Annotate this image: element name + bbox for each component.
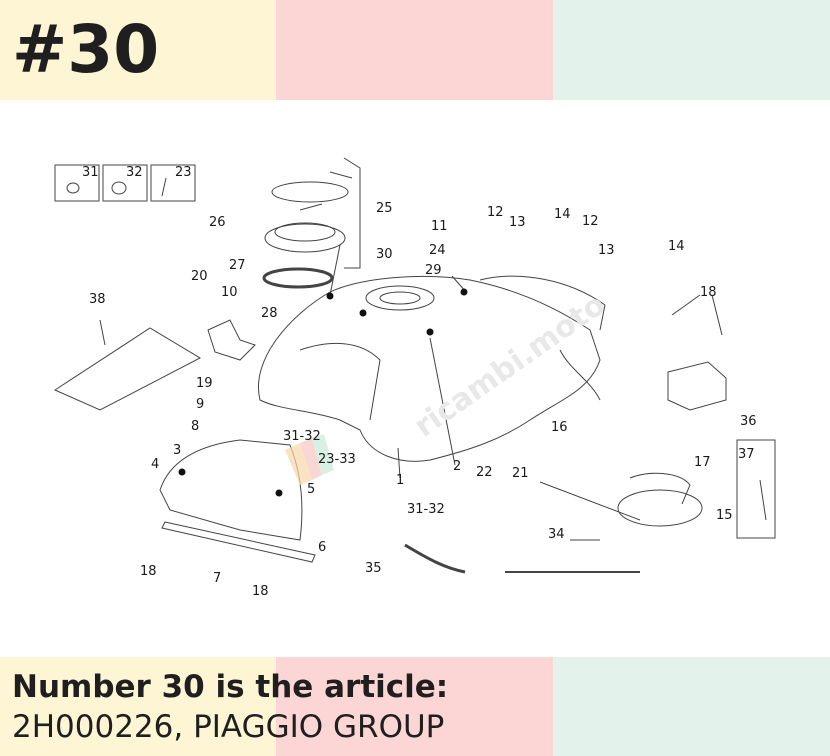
callout-label: 30 [376, 247, 393, 262]
callout-label: 14 [554, 207, 571, 222]
footer-band-yellow [0, 657, 276, 756]
callout-label: 18 [252, 584, 269, 599]
callout-label: 31-32 [283, 429, 321, 444]
callout-label: 29 [425, 263, 442, 278]
header-band-mint [553, 0, 830, 100]
callout-label: 28 [261, 306, 278, 321]
callout-label: 20 [191, 269, 208, 284]
footer-color-band [0, 657, 830, 756]
article-caption: Number 30 is the article: [12, 669, 449, 705]
article-number-and-brand: 2H000226, PIAGGIO GROUP [12, 709, 445, 745]
header-band-pink [276, 0, 553, 100]
watermark-text: ricambi.moto [408, 287, 612, 444]
inset-box-23 [150, 164, 196, 202]
callout-label: 34 [548, 527, 565, 542]
header-band-yellow [0, 0, 276, 100]
callout-label: 24 [429, 243, 446, 258]
callout-label: 8 [191, 419, 199, 434]
callout-label: 31-32 [407, 502, 445, 517]
callout-label: 11 [431, 219, 448, 234]
callout-label: 17 [694, 455, 711, 470]
callout-label: 1 [396, 473, 404, 488]
callout-label: 25 [376, 201, 393, 216]
footer-band-pink [276, 657, 553, 756]
callout-label: 18 [700, 285, 717, 300]
callout-label: 13 [509, 215, 526, 230]
callout-label: 16 [551, 420, 568, 435]
callout-label: 4 [151, 457, 159, 472]
callout-label: 31 [82, 165, 99, 180]
callout-label: 5 [307, 482, 315, 497]
callout-label: 23 [175, 165, 192, 180]
callout-label: 9 [196, 397, 204, 412]
callout-label: 35 [365, 561, 382, 576]
callout-label: 21 [512, 466, 529, 481]
callout-label: 18 [140, 564, 157, 579]
callout-label: 19 [196, 376, 213, 391]
callout-label: 22 [476, 465, 493, 480]
callout-label: 15 [716, 508, 733, 523]
callout-label: 6 [318, 540, 326, 555]
callout-label: 23-33 [318, 452, 356, 467]
inset-box-32 [102, 164, 148, 202]
callout-label: 7 [213, 571, 221, 586]
callout-label: 13 [598, 243, 615, 258]
part-number-heading: #30 [12, 11, 160, 88]
callout-label: 12 [582, 214, 599, 229]
header-color-band [0, 0, 830, 100]
callout-label: 10 [221, 285, 238, 300]
callout-label: 37 [738, 447, 755, 462]
callout-label: 26 [209, 215, 226, 230]
footer-band-mint [553, 657, 830, 756]
callout-label: 3 [173, 443, 181, 458]
callout-label: 36 [740, 414, 757, 429]
callout-label: 27 [229, 258, 246, 273]
callout-label: 14 [668, 239, 685, 254]
callout-label: 2 [453, 459, 461, 474]
inset-box-31 [54, 164, 100, 202]
callout-label: 32 [126, 165, 143, 180]
callout-label: 38 [89, 292, 106, 307]
callout-label: 12 [487, 205, 504, 220]
